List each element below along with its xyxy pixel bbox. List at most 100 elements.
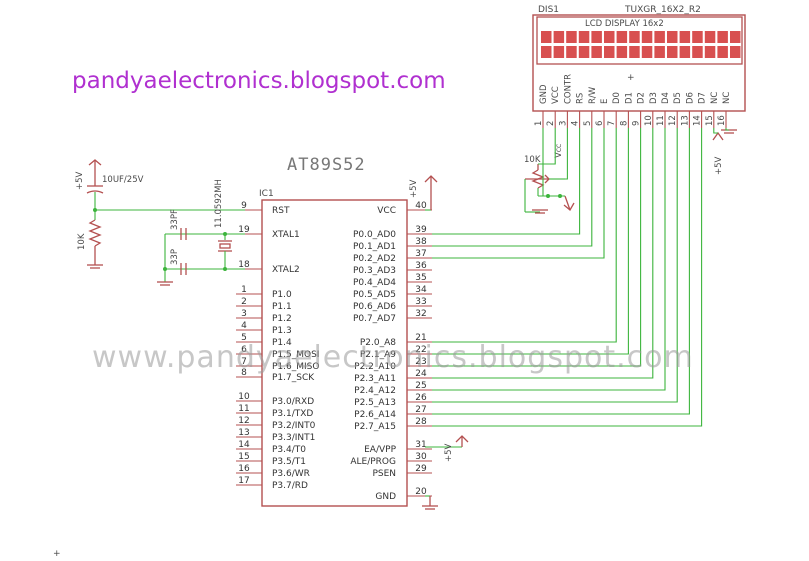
signal-wire [549,128,568,180]
mcu-pin-number: 18 [238,260,250,270]
vcc-label: VCC [554,144,564,158]
signal-wire [432,128,617,343]
signal-wire [432,128,690,415]
lcd-cell [541,31,552,43]
mcu-pin-label: P3.2/INT0 [272,421,316,431]
mcu-pin-label: PSEN [372,469,396,479]
mcu-pin-label: P1.2 [272,314,292,324]
lcd-pin-number: 11 [656,115,666,126]
mcu-pin-label: P3.1/TXD [272,409,313,419]
contrast-pot: 10K VCC [524,144,575,214]
lcd-cell [616,46,628,58]
signal-wire [432,128,581,235]
mcu-pin-label: P3.6/WR [272,469,310,479]
lcd-cell [654,31,665,43]
mcu-pin-number: 39 [415,225,427,235]
lcd-cell [667,46,678,58]
mcu-pin-number: 40 [415,201,427,211]
lcd-pin-number: 9 [632,121,642,126]
mcu-pin-label: XTAL1 [272,230,300,240]
mcu-pin-number: 36 [415,261,427,271]
lcd-pin-number: 15 [705,115,715,126]
lcd-cell [591,46,602,58]
supply-arrow-icon [455,435,469,443]
lcd-cell [604,31,615,43]
supply-arrow-icon [88,159,102,175]
lcd-cell [692,31,703,43]
mcu-pin-label: P0.0_AD0 [353,230,396,240]
reset-circuit: +5V 10UF/25V 10K [75,159,245,269]
lcd-cell [566,46,577,58]
mcu-pin-label: P3.0/RXD [272,397,314,407]
crystal-label: 11.0592MH [214,179,224,228]
lcd-cell [616,31,628,43]
lcd-pin-label: D0 [612,92,622,104]
mcu-pin-label: P1.6_MISO [272,362,319,372]
mcu-pin-label: P1.1 [272,302,292,312]
lcd-cell [629,46,640,58]
mcu-pin-label: EA/VPP [364,445,396,455]
cap-reset-label: 10UF/25V [102,175,144,185]
mcu-body [261,199,408,507]
capacitor-icon [86,185,104,194]
mcu-pin-label: P1.7_SCK [272,373,315,383]
lcd-pin-label: VCC [551,86,561,104]
lcd-cell [541,46,552,58]
mcu-gnd [422,495,438,510]
mcu-pin-label: P2.0_A8 [360,338,396,348]
mcu-pin-label: P3.7/RD [272,481,308,491]
lcd-cell [704,31,716,43]
mcu-pin-number: 32 [415,309,426,319]
lcd-pin-number: 14 [693,115,703,126]
lcd-cell [629,31,640,43]
supply-label-ea: +5V [444,443,454,462]
data-wires [432,128,729,427]
lcd-cell [553,46,565,58]
mcu-pin-number: 5 [241,333,247,343]
cap-x1-label: 33PF [170,209,180,230]
watermark: www.pandyaelectronics.blogspot.com [92,340,694,375]
lcd-pin-number: 3 [558,121,568,126]
mcu-pin-label: P0.3_AD3 [353,266,396,276]
signal-wire [432,128,605,259]
lcd-cell [641,46,653,58]
lcd-pin-number: 4 [571,121,581,126]
mcu-pin-label: GND [375,492,396,502]
mcu-pin-label: ALE/PROG [350,457,396,467]
lcd-pin-label: D6 [685,92,695,104]
cursor-glyph: + [53,549,61,559]
mcu-pin-label: P0.5_AD5 [353,290,396,300]
lcd-pin-number: 6 [595,121,605,126]
crystal-circuit: 33PF 33P 11.0592MH [157,179,245,286]
mcu-pin-number: 35 [415,273,426,283]
supply-label-lcd: +5V [714,156,724,175]
signal-wire [538,128,556,165]
lcd-pin-label: D1 [624,92,634,104]
lcd-pin-label: GND [539,84,549,104]
lcd-pin-number: 1 [534,121,544,126]
mcu-pin-label: RST [272,206,290,216]
mcu-pin-number: 12 [238,416,249,426]
mcu-pin-number: 26 [415,393,427,403]
signal-wire [725,128,729,131]
mcu-pin-number: 33 [415,297,426,307]
signal-wire [432,128,629,355]
lcd-cell [704,46,716,58]
mcu-pin-number: 11 [238,404,249,414]
mcu-pin-number: 27 [415,405,426,415]
mcu-pin-number: 9 [241,201,247,211]
mcu-pin-label: P0.4_AD4 [353,278,396,288]
lcd-pin-number: 5 [583,121,593,126]
lcd-cell [654,46,665,58]
lcd-pins: GND1VCC2CONTR3RS4R/W5E6D07D18D29D310D411… [534,74,732,128]
lcd-screen-frame [536,16,743,65]
lcd-pin-number: 2 [546,121,556,126]
potentiometer-icon [525,169,550,189]
lcd-cell [566,31,577,43]
ground-icon [157,281,173,286]
lcd-cell [578,31,590,43]
ground-icon [532,209,548,214]
signal-wire [432,128,678,403]
mcu-pin-number: 1 [241,285,247,295]
signal-wire [713,128,718,134]
